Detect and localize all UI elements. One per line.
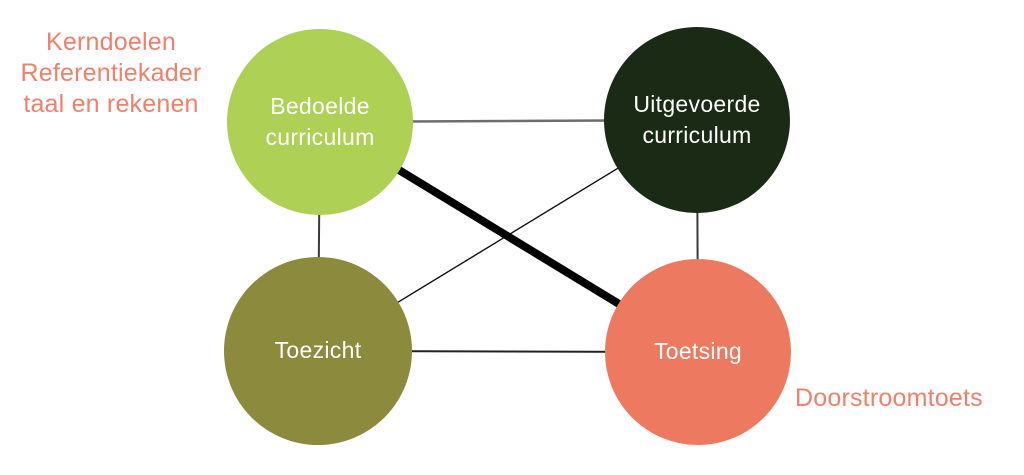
annotation-kerndoelen-line-2: Referentiekader xyxy=(20,59,202,87)
annotation-doorstroomtoets: Doorstroomtoets xyxy=(795,384,983,412)
node-label-toetsing: Toetsing xyxy=(653,338,743,365)
annotation-kerndoelen: Kerndoelen Referentiekader taal en reken… xyxy=(0,27,222,120)
node-label-toezicht: Toezicht xyxy=(274,337,362,364)
annotation-kerndoelen-line-1: Kerndoelen xyxy=(46,28,176,56)
node-label-uitgevoerde-curriculum: Uitgevoerde curriculum xyxy=(633,90,761,148)
node-uitgevoerde-curriculum: Uitgevoerde curriculum xyxy=(604,27,790,213)
node-toezicht: Toezicht xyxy=(224,257,412,445)
node-label-bedoelde-curriculum: Bedoelde curriculum xyxy=(265,92,375,150)
node-bedoelde-curriculum: Bedoelde curriculum xyxy=(227,29,413,215)
annotation-kerndoelen-line-3: taal en rekenen xyxy=(23,90,199,118)
node-toetsing: Toetsing xyxy=(605,259,791,445)
